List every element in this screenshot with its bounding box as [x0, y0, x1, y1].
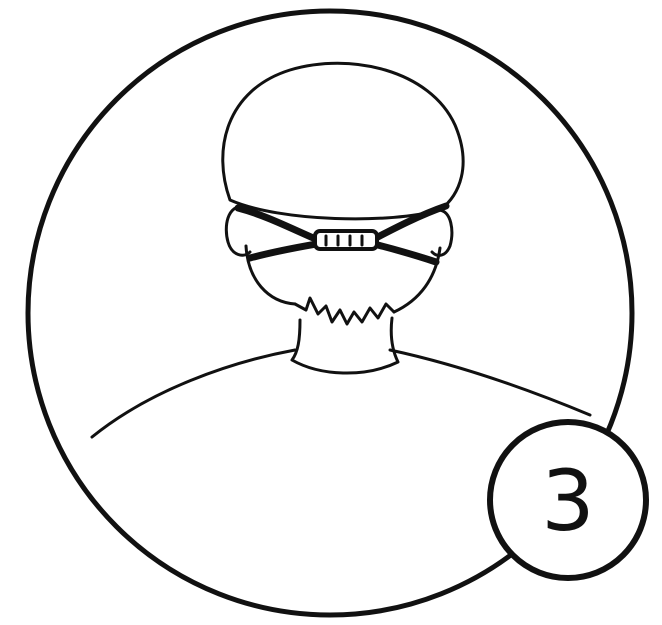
step-number: 3: [541, 452, 594, 550]
strap-clip: [315, 231, 377, 249]
step-badge: 3: [490, 422, 646, 578]
